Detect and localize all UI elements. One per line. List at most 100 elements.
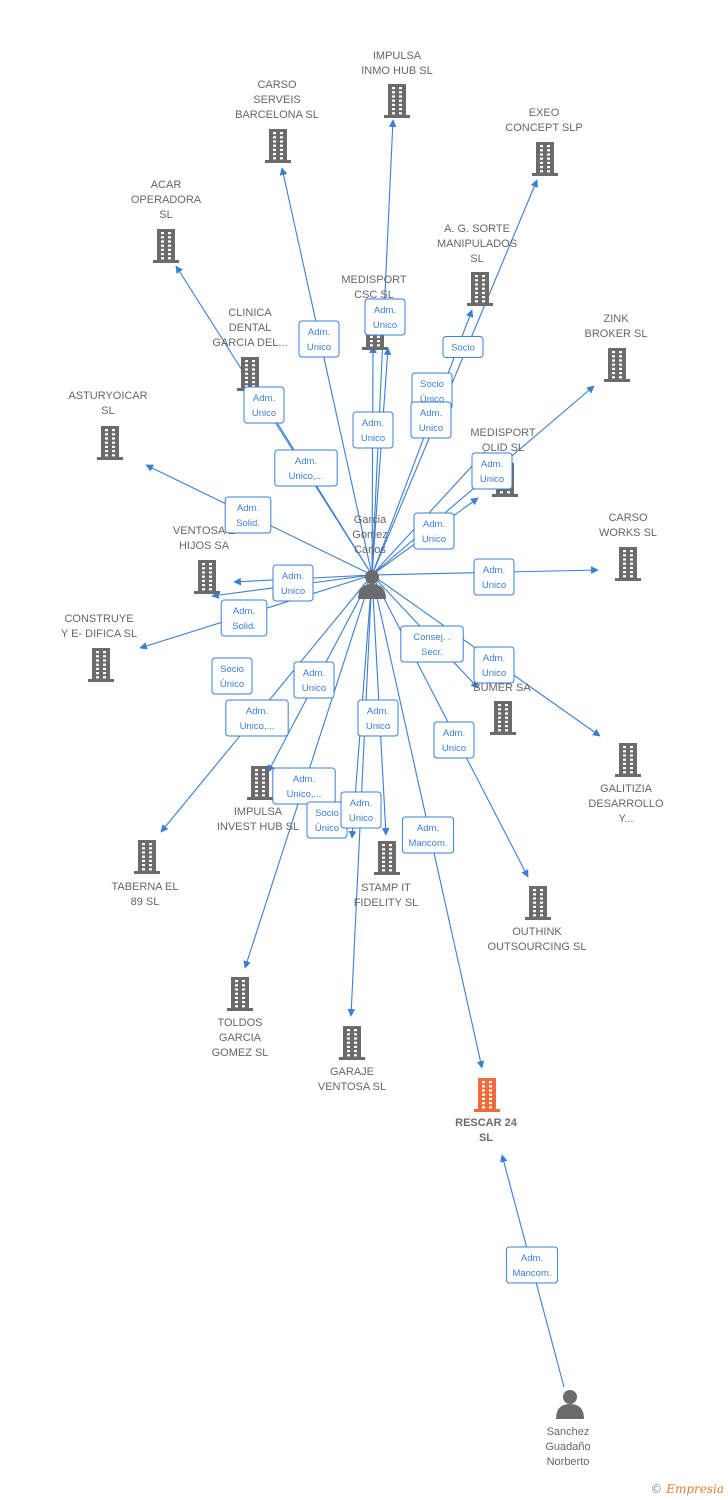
building-icon[interactable] (532, 142, 558, 176)
building-icon[interactable] (384, 84, 410, 118)
edge-label-text: Adm. (521, 1253, 543, 1264)
edge-label-rescar[interactable]: Adm.Mancom. (505, 1246, 559, 1284)
edge-label-clinica[interactable]: Adm.Unico,... (274, 449, 338, 487)
edge-label-text: Unico (442, 743, 466, 754)
building-icon[interactable] (134, 840, 160, 874)
edge-label-text: Unico (422, 534, 446, 545)
edge-label-text: Adm. (481, 459, 503, 470)
node-label-line: 89 SL (131, 896, 160, 908)
node-label-bumer[interactable]: BUMER SA (473, 682, 531, 694)
building-icon[interactable] (615, 547, 641, 581)
edge-label-zink[interactable]: Adm. Unico (471, 452, 513, 490)
person-icon[interactable] (358, 570, 386, 599)
node-label-line: SL (479, 1132, 493, 1144)
edge-label-text: Unico (252, 408, 276, 419)
edge-label-rescar[interactable]: Adm.Mancom. (401, 816, 455, 854)
node-label-line: STAMP IT (361, 882, 411, 894)
edge-label-acar[interactable]: Adm.Unico (243, 386, 285, 424)
building-icon[interactable] (247, 766, 273, 800)
building-icon[interactable] (265, 129, 291, 163)
edge-label-bumer[interactable]: Consej. .Secr. (400, 625, 464, 663)
empresia-logo[interactable]: Empresia (666, 1482, 724, 1496)
edge-label-outhink[interactable]: Adm.Unico (433, 721, 475, 759)
edge-label-construye[interactable]: Adm.Solid. (220, 599, 268, 637)
edge-label-text: Adm. (233, 606, 255, 617)
edge-label-garaje[interactable]: Adm.Unico (340, 791, 382, 829)
edge-label-medisport_olid[interactable]: Adm.Unico (413, 512, 455, 550)
target-building-icon[interactable] (474, 1078, 500, 1112)
building-icon[interactable] (194, 560, 220, 594)
edge-label-impulsa_invest[interactable]: Adm.Unico (293, 661, 335, 699)
building-icon[interactable] (227, 977, 253, 1011)
node-label-line: IMPULSA (373, 50, 422, 62)
edge-label-sorte[interactable]: Socio (442, 336, 484, 358)
edge-label-medisport_csc[interactable]: Adm.Unico (364, 298, 406, 336)
copyright-footer: © Empresia (650, 1482, 724, 1496)
node-label-line: SL (101, 405, 114, 417)
edge-label-text: Socio (420, 379, 444, 390)
building-icon[interactable] (88, 648, 114, 682)
edge-label-toldos[interactable]: Adm.Unico,... (272, 767, 336, 805)
edge-label-carso_works[interactable]: Adm.Unico (473, 558, 515, 596)
person-icon[interactable] (556, 1390, 584, 1419)
edge-label-sorte[interactable]: Adm.Unico (352, 411, 394, 449)
edge-label-text: Unico (361, 433, 385, 444)
edge-label-text: Unico,... (289, 471, 324, 482)
edge-label-text: Unico,... (240, 721, 275, 732)
edge-label-asturyoicar[interactable]: Adm.Solid. (224, 496, 272, 534)
edge-label-ventosa[interactable]: Adm.Unico (272, 564, 314, 602)
building-icon[interactable] (237, 357, 263, 391)
edge-label-medisport_olid[interactable]: Adm.Unico (410, 401, 452, 439)
edge-label-text: Consej. . (413, 632, 451, 643)
building-icon[interactable] (339, 1026, 365, 1060)
edge-line-garcia-sorte (371, 347, 392, 576)
building-icon[interactable] (97, 426, 123, 460)
node-label-line: Sanchez (547, 1426, 590, 1438)
node-label-line: ACAR (151, 179, 182, 191)
building-icon[interactable] (153, 229, 179, 263)
edge-label-carso_serveis[interactable]: Adm.Unico (298, 320, 340, 358)
building-icon[interactable] (604, 348, 630, 382)
edge-label-text: Adm. (246, 706, 268, 717)
edge-label-text: Adm. (417, 823, 439, 834)
building-icon[interactable] (490, 701, 516, 735)
node-label-line: SL (159, 209, 172, 221)
edge-label-text: Unico (482, 668, 506, 679)
building-icon[interactable] (525, 886, 551, 920)
building-icon[interactable] (615, 743, 641, 777)
edge-label-taberna[interactable]: Adm. Unico,... (225, 699, 289, 737)
edge-label-galitizia[interactable]: Adm.Unico (473, 646, 515, 684)
building-icon[interactable] (467, 272, 493, 306)
edge-label-text: Socio (315, 808, 339, 819)
edge-label-text: Unico (307, 342, 331, 353)
edge-label-text: Unico (480, 474, 504, 485)
edge-label-text: Adm. (374, 305, 396, 316)
building-icon[interactable] (374, 841, 400, 875)
edge-label-stamp[interactable]: Adm.Unico (357, 699, 399, 737)
